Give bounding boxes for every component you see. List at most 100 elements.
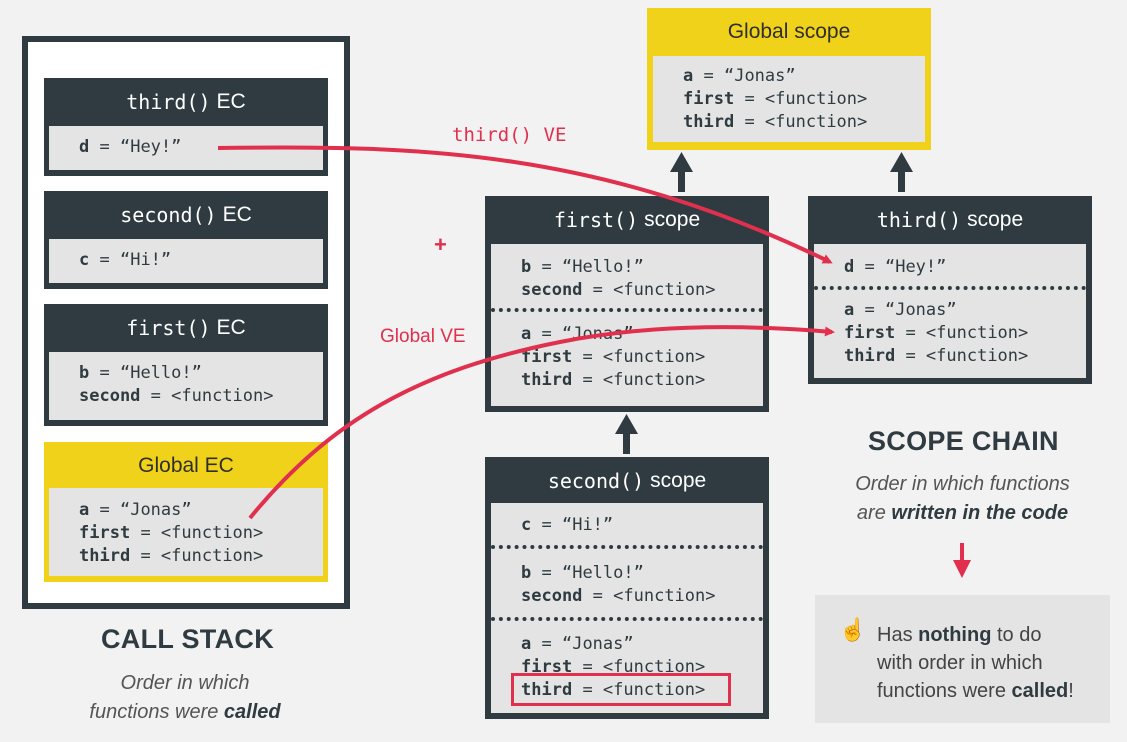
scope-chain-subtitle: Order in which functions are written in … — [830, 470, 1095, 528]
var-row: b = “Hello!” — [521, 563, 644, 583]
global-scope-box: Global scope a = “Jonas” first = <functi… — [647, 8, 931, 150]
third-ec-fn: third() — [126, 90, 211, 114]
note-box: ☝ Has nothing to do with order in which … — [815, 595, 1110, 723]
chain-arrow-first-to-global — [670, 152, 693, 192]
var-name: d — [844, 257, 855, 277]
scope-divider — [491, 617, 763, 621]
scope-divider — [814, 286, 1086, 290]
var-row: second = <function> — [521, 586, 716, 606]
var-name: b — [521, 257, 532, 277]
var-row: first = <function> — [521, 657, 705, 677]
var-value: = <function> — [592, 280, 716, 300]
first-scope-box: first() scope b = “Hello!” second = <fun… — [485, 196, 769, 412]
scope-chain-heading: SCOPE CHAIN — [868, 426, 1059, 456]
var-value: = <function> — [582, 347, 706, 367]
var-row: a = “Jonas” — [683, 66, 796, 86]
third-scope-body: d = “Hey!” a = “Jonas” first = <function… — [814, 244, 1086, 378]
var-value: = “Hey!” — [99, 137, 182, 157]
var-value: = “Jonas” — [541, 634, 634, 654]
var-name: first — [844, 323, 896, 343]
var-name: second — [521, 586, 583, 606]
var-row: third = <function> — [521, 370, 705, 390]
first-ec-box: first() EC b = “Hello!” second = <functi… — [44, 304, 328, 426]
var-value: = <function> — [582, 657, 706, 677]
global-ec-body: a = “Jonas” first = <function> third = <… — [49, 488, 323, 576]
scope-divider — [491, 308, 763, 312]
var-name: d — [79, 137, 90, 157]
pointing-hand-icon: ☝ — [839, 617, 867, 642]
call-stack-subtitle: Order in which functions were called — [60, 669, 310, 727]
var-row: a = “Jonas” — [79, 500, 192, 520]
first-scope-suffix: scope — [644, 208, 701, 231]
var-row: first = <function> — [79, 523, 263, 543]
first-ec-fn: first() — [126, 316, 211, 340]
var-value: = “Hi!” — [541, 515, 614, 535]
var-row: b = “Hello!” — [79, 363, 202, 383]
var-row: a = “Jonas” — [521, 634, 634, 654]
var-row: c = “Hi!” — [521, 515, 613, 535]
global-ec-title: Global EC — [44, 442, 328, 490]
first-scope-fn: first() — [553, 208, 639, 232]
var-value: = <function> — [744, 112, 868, 132]
first-ec-body: b = “Hello!” second = <function> — [49, 352, 323, 420]
var-name: c — [521, 515, 532, 535]
global-ve-arrow — [248, 325, 835, 520]
first-ec-title: first() EC — [44, 304, 328, 352]
var-name: second — [521, 280, 583, 300]
note-line2: with order in which — [877, 652, 1043, 674]
chain-arrow-second-to-first — [615, 414, 638, 454]
var-row: first = <function> — [683, 89, 867, 109]
highlight-box — [511, 673, 731, 706]
down-arrow — [953, 543, 971, 578]
var-name: third — [683, 112, 735, 132]
var-row: a = “Jonas” — [844, 300, 957, 320]
var-name: first — [79, 523, 131, 543]
var-name: b — [521, 563, 532, 583]
var-name: a — [521, 324, 532, 344]
var-value: = “Jonas” — [703, 66, 796, 86]
note-line1: Has nothing to do — [877, 621, 1074, 649]
note-line1-prefix: Has — [877, 624, 919, 646]
var-name: a — [521, 634, 532, 654]
note-line3-bold: called — [1011, 680, 1069, 702]
var-name: c — [79, 250, 90, 270]
second-scope-box: second() scope c = “Hi!” b = “Hello!” se… — [485, 457, 769, 719]
call-stack-heading: CALL STACK — [101, 624, 274, 654]
call-stack-sub-bold: called — [223, 701, 281, 723]
var-value: = <function> — [582, 370, 706, 390]
var-value: = “Hello!” — [99, 363, 202, 383]
call-stack-frame: third() EC d = “Hey!” second() EC c = “H… — [22, 36, 350, 609]
var-name: first — [521, 657, 573, 677]
scope-chain-sub-prefix: are — [856, 502, 892, 524]
note-line1-bold: nothing — [918, 624, 992, 646]
var-name: a — [683, 66, 694, 86]
var-row: first = <function> — [844, 323, 1028, 343]
scope-chain-sub-line2: are written in the code — [830, 499, 1095, 528]
third-ec-suffix: EC — [216, 90, 246, 113]
var-name: third — [521, 370, 573, 390]
global-ec-label: Global EC — [138, 454, 234, 477]
var-value: = “Jonas” — [99, 500, 192, 520]
var-row: second = <function> — [79, 386, 274, 406]
note-line3: functions were called! — [877, 677, 1074, 705]
var-row: d = “Hey!” — [844, 257, 946, 277]
second-scope-suffix: scope — [650, 469, 707, 492]
var-value: = “Hello!” — [541, 563, 644, 583]
var-row-highlighted: third = <function> — [521, 680, 705, 700]
third-scope-suffix: scope — [967, 208, 1024, 231]
first-scope-body: b = “Hello!” second = <function> a = “Jo… — [491, 244, 763, 406]
var-row: first = <function> — [521, 347, 705, 367]
var-row: a = “Jonas” — [521, 324, 634, 344]
first-scope-title: first() scope — [485, 196, 769, 244]
var-row: third = <function> — [79, 546, 263, 566]
note-line1-suffix: to do — [991, 624, 1042, 646]
var-value: = “Jonas” — [541, 324, 634, 344]
var-row: c = “Hi!” — [79, 250, 171, 270]
second-ec-fn: second() — [120, 203, 217, 227]
var-name: a — [844, 300, 855, 320]
var-value: = “Jonas” — [864, 300, 957, 320]
second-ec-body: c = “Hi!” — [49, 239, 323, 283]
third-scope-title: third() scope — [808, 196, 1092, 244]
var-name: first — [683, 89, 735, 109]
